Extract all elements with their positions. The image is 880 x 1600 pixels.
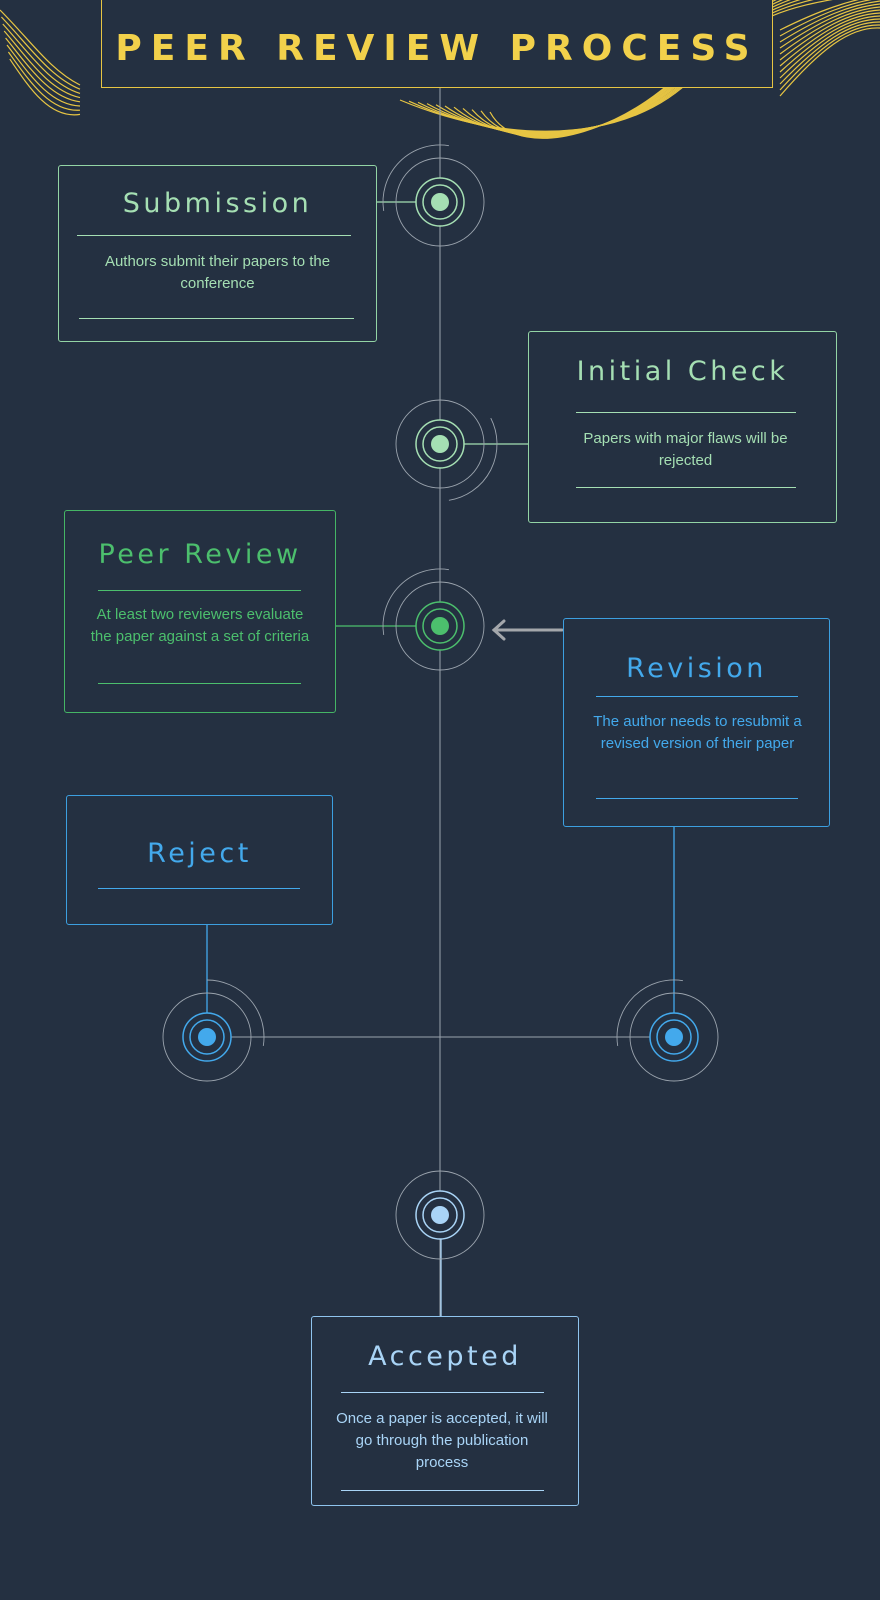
- wave-line: [7, 51, 81, 111]
- node-arc: [616, 979, 683, 1046]
- wave-line: [779, 3, 880, 49]
- wave-line: [779, 9, 880, 61]
- wave-line: [2, 23, 81, 94]
- node-inner-ring: [422, 426, 458, 462]
- node-inner-ring: [422, 1197, 458, 1233]
- wave-line: [779, 0, 880, 43]
- card-rule: [596, 696, 798, 697]
- wave-line: [779, 0, 872, 37]
- node-dot: [431, 435, 449, 453]
- card-revision: Revision The author needs to resubmit a …: [563, 618, 830, 827]
- wave-line: [9, 58, 81, 116]
- card-submission: Submission Authors submit their papers t…: [58, 165, 377, 342]
- card-title-reject: Reject: [147, 838, 252, 869]
- node-inner-ring: [422, 184, 458, 220]
- node-arc: [382, 568, 449, 635]
- node-outer-ring: [395, 581, 485, 671]
- wave-line: [779, 21, 880, 85]
- card-rule: [98, 590, 301, 591]
- node-outer-ring: [395, 399, 485, 489]
- card-desc-peer-review: At least two reviewers evaluate the pape…: [90, 606, 310, 645]
- node-initial-check: [395, 399, 498, 501]
- wave-line: [0, 16, 81, 90]
- wave-line: [779, 27, 880, 97]
- node-peer-review: [382, 568, 485, 671]
- wave-line: [779, 18, 880, 79]
- card-desc-accepted: Once a paper is accepted, it will go thr…: [336, 1410, 548, 1471]
- card-rule: [576, 487, 796, 488]
- node-outer-ring: [395, 1170, 485, 1260]
- card-rule: [576, 412, 796, 413]
- node-inner-ring: [422, 608, 458, 644]
- wave-line: [3, 30, 81, 99]
- node-revision: [616, 979, 719, 1082]
- node-inner-ring: [656, 1019, 692, 1055]
- wave-line: [6, 44, 81, 107]
- card-initial-check: Initial Check Papers with major flaws wi…: [528, 331, 837, 523]
- card-title-accepted: Accepted: [368, 1341, 522, 1372]
- page-title: PEER REVIEW PROCESS: [115, 27, 759, 69]
- node-dot: [431, 617, 449, 635]
- title-box: PEER REVIEW PROCESS: [101, 0, 773, 88]
- node-reject: [162, 979, 265, 1082]
- card-peer-review: Peer Review At least two reviewers evalu…: [64, 510, 336, 713]
- wave-line: [779, 24, 880, 91]
- node-outer-ring: [629, 992, 719, 1082]
- card-title-peer-review: Peer Review: [98, 539, 302, 570]
- node-inner-ring: [189, 1019, 225, 1055]
- card-rule: [98, 683, 301, 684]
- card-title-revision: Revision: [626, 653, 767, 684]
- node-arc: [382, 144, 449, 211]
- wave-line: [5, 37, 81, 103]
- node-submission: [382, 144, 485, 247]
- wave-line: [779, 15, 880, 73]
- card-desc-submission: Authors submit their papers to the confe…: [104, 253, 331, 292]
- card-accepted: Accepted Once a paper is accepted, it wi…: [311, 1316, 579, 1506]
- card-rule: [79, 318, 354, 319]
- card-desc-revision: The author needs to resubmit a revised v…: [593, 713, 802, 752]
- node-dot: [665, 1028, 683, 1046]
- wave-line: [779, 0, 860, 31]
- node-arc: [448, 417, 498, 501]
- card-title-submission: Submission: [122, 188, 313, 219]
- node-arc: [206, 979, 265, 1046]
- card-title-initial-check: Initial Check: [576, 356, 789, 387]
- node-accepted: [395, 1170, 485, 1260]
- wave-line: [779, 6, 880, 55]
- wave-line: [0, 9, 81, 86]
- card-rule: [596, 798, 798, 799]
- node-outer-ring: [162, 992, 252, 1082]
- node-dot: [198, 1028, 216, 1046]
- card-desc-initial-check: Papers with major flaws will be rejected: [583, 430, 788, 469]
- card-reject: Reject: [66, 795, 333, 925]
- card-rule: [341, 1490, 544, 1491]
- node-outer-ring: [395, 157, 485, 247]
- node-dot: [431, 1206, 449, 1224]
- wave-line: [779, 12, 880, 67]
- card-rule: [98, 888, 300, 889]
- node-dot: [431, 193, 449, 211]
- card-rule: [341, 1392, 544, 1393]
- revision-return-arrow: [491, 619, 564, 641]
- card-rule: [77, 235, 351, 236]
